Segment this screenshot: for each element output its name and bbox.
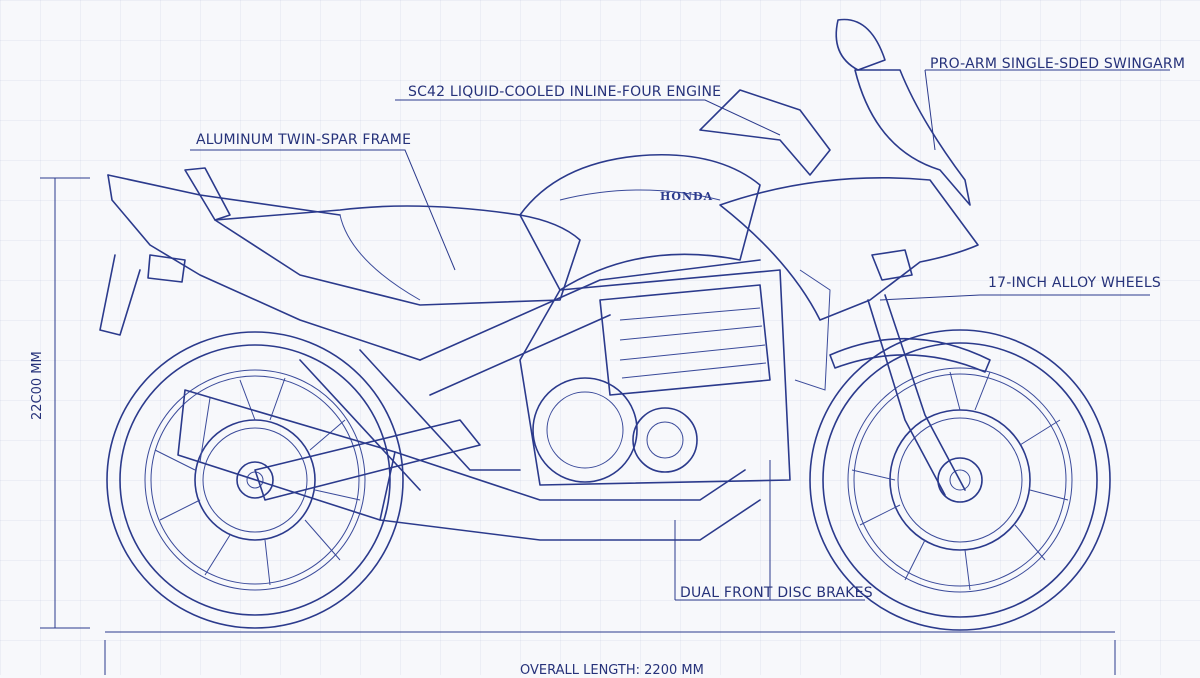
frame [299,259,761,491]
leader-lines [190,69,1170,601]
engine [519,269,831,486]
frame-label: ALUMINUM TWIN-SPAR FRAME [196,132,412,148]
tail-section [99,167,581,361]
length-dimension: OVERALL LENGTH: 2200 MM [520,663,704,678]
dimension-lines [40,177,1116,675]
rear-wheel [106,331,404,629]
brakes-label: DUAL FRONT DISC BRAKES [680,585,873,601]
wheels-label: 17-INCH ALLOY WHEELS [988,275,1161,291]
engine-label: SC42 LIQUID-COOLED INLINE-FOUR ENGINE [408,84,722,100]
front-fork [829,294,991,496]
fuel-tank [519,153,761,291]
front-fairing [699,18,979,321]
brand-logo: HONDA [660,190,714,203]
exhaust [177,389,761,541]
swingarm [254,419,481,501]
height-dimension: 22C00 MM [30,351,45,420]
swingarm-label: PRO-ARM SINGLE-SDED SWINGARM [930,56,1186,72]
front-wheel [809,329,1111,631]
